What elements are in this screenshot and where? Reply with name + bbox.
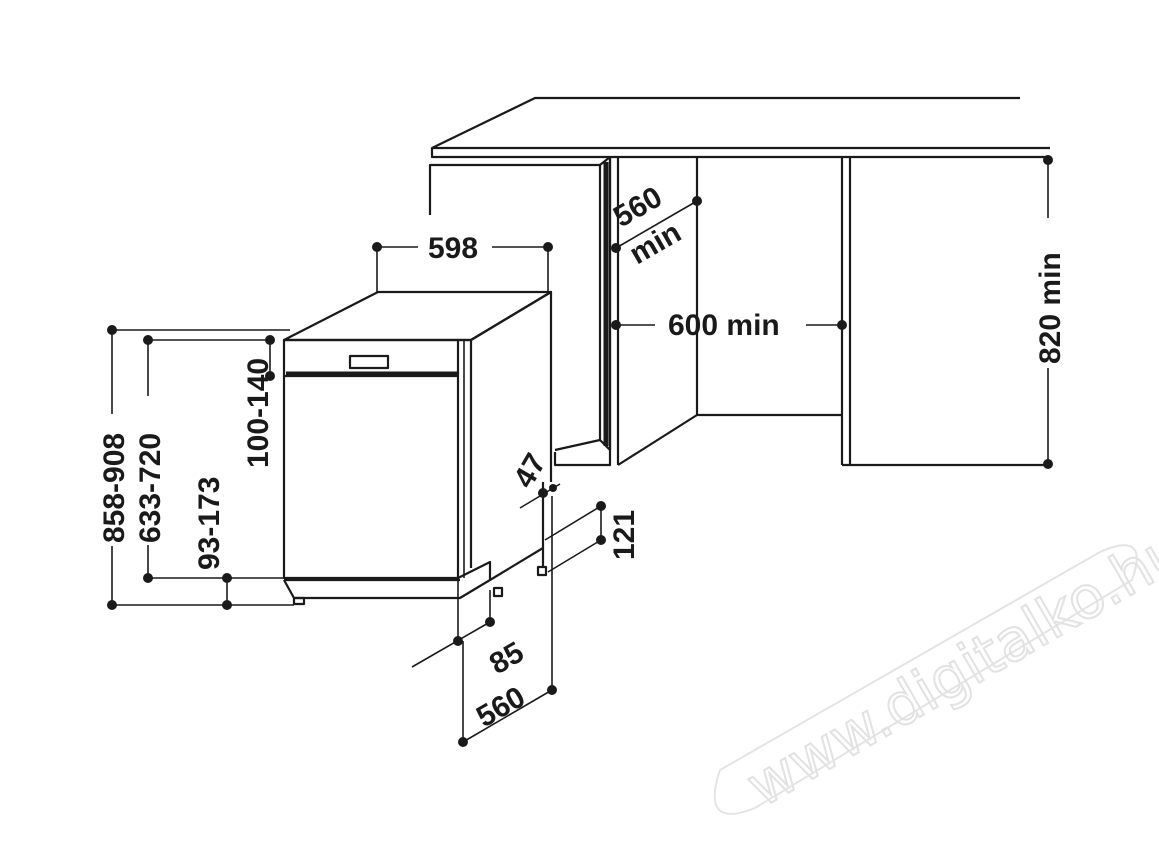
depth-dim-line — [615, 200, 698, 249]
niche-width-label: 600 min — [668, 309, 780, 342]
niche-height-label: 820 min — [1034, 252, 1067, 364]
dim-dot — [611, 243, 621, 253]
dishwasher-side — [470, 290, 553, 482]
watermark-text: www.digitalko.hu — [735, 514, 1159, 820]
niche-floor-left — [617, 414, 698, 466]
dishwasher — [282, 290, 553, 606]
dim-dot — [107, 325, 117, 335]
dim-dot — [485, 617, 495, 627]
total-height-label: 858-908 — [98, 433, 131, 543]
base-side — [489, 547, 544, 581]
niche-dimensions: 560 min 600 min 820 min — [608, 155, 1067, 469]
watermark: www.digitalko.hu — [713, 513, 1159, 821]
dim-dot — [222, 573, 232, 583]
dim-dot — [596, 535, 606, 545]
dim-dot — [1043, 459, 1053, 469]
dim-dot — [596, 501, 606, 511]
unit-width-label: 598 — [428, 232, 478, 265]
left-cabinet-side — [428, 163, 602, 452]
side-offset-label: 47 — [507, 448, 552, 493]
dim-dot — [549, 484, 557, 492]
dim-dot — [543, 242, 553, 252]
unit-dimensions: 598 858-908 633-720 93-173 100-140 47 — [98, 232, 641, 747]
kitchen-niche — [428, 96, 1050, 467]
dim-dot — [143, 573, 153, 583]
dim-dot — [1043, 155, 1053, 165]
watermark-badge-outline — [713, 544, 1138, 815]
front-offset-label: 85 — [484, 636, 529, 681]
depth-dim-line — [462, 689, 553, 743]
plinth-height-label: 93-173 — [193, 477, 226, 570]
unit-depth-label: 560 — [471, 680, 531, 734]
front-offset-line — [411, 621, 491, 668]
leg-height-ext-bottom — [547, 539, 602, 573]
dim-dot — [453, 636, 463, 646]
side-foot — [492, 586, 504, 598]
leg-height-ext-top — [544, 505, 602, 541]
rear-foot — [536, 565, 548, 577]
leg-height-label: 121 — [608, 510, 641, 560]
dim-dot — [372, 242, 382, 252]
dim-dot — [692, 196, 702, 206]
dim-dot — [837, 320, 847, 330]
dim-dot — [143, 335, 153, 345]
front-foot — [292, 596, 306, 606]
niche-left-wall — [553, 157, 612, 467]
dim-dot — [222, 600, 232, 610]
dishwasher-base — [283, 560, 492, 600]
door-height-label: 633-720 — [134, 433, 167, 543]
dim-dot — [611, 320, 621, 330]
dim-dot — [458, 737, 468, 747]
dim-dot — [265, 335, 275, 345]
top-panel-label: 100-140 — [242, 358, 275, 468]
dim-dot — [107, 600, 117, 610]
door-handle — [348, 354, 390, 370]
dim-dot — [538, 488, 548, 498]
dim-dot — [265, 371, 275, 381]
dim-dot — [547, 685, 557, 695]
